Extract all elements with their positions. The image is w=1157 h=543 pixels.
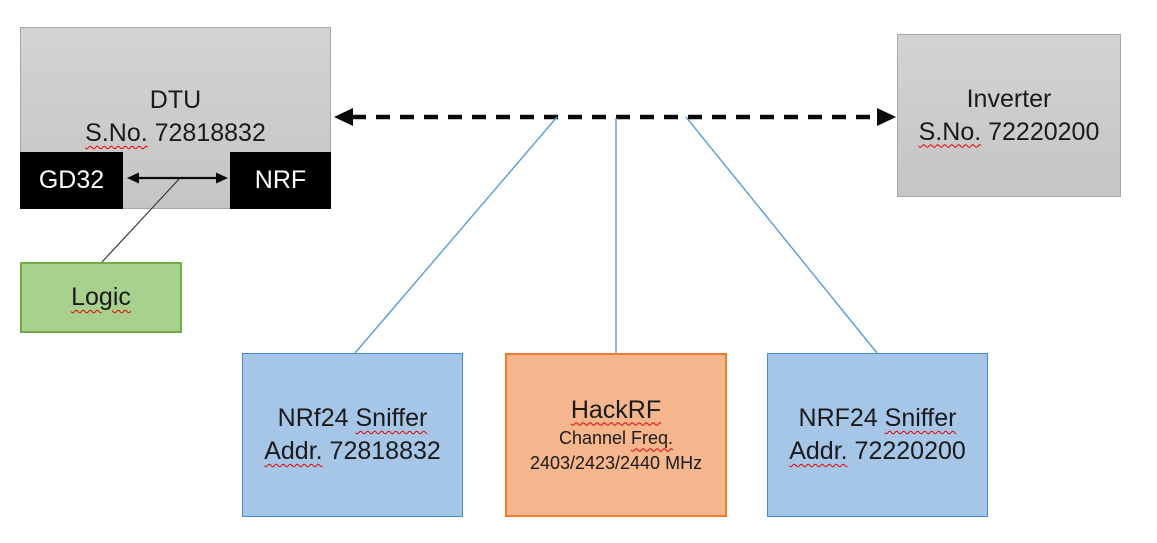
sniffer-left-connector-line [354, 116, 558, 354]
sniffer-right-addr-label: Addr. [789, 437, 848, 465]
logic-label: Logic [71, 281, 131, 314]
dtu-serial-label: S.No. [85, 119, 148, 147]
nrf-chip: NRF [230, 152, 331, 209]
sniffer-left-addr: Addr. 72818832 [264, 435, 441, 468]
sniffer-right-name: NRF24 Sniffer [799, 402, 957, 435]
inverter-serial: S.No. 72220200 [919, 116, 1100, 149]
nrf-chip-label: NRF [254, 166, 307, 194]
sniffer-right-name-prefix: NRF24 [798, 404, 878, 432]
logic-box: Logic [20, 262, 182, 333]
inverter-serial-label: S.No. [918, 117, 982, 146]
sniffer-right-addr-value: 72220200 [854, 437, 966, 465]
hackrf-box: HackRF Channel Freq. 2403/2423/2440 MHz [505, 353, 727, 517]
dtu-serial-number: 72818832 [154, 119, 266, 147]
sniffer-left-addr-label: Addr. [264, 437, 323, 465]
sniffer-right-connector-line [685, 116, 878, 354]
inverter-title: Inverter [966, 84, 1052, 113]
dtu-serial: S.No. 72818832 [85, 117, 266, 150]
inverter-serial-number: 72220200 [988, 117, 1100, 146]
hackrf-frequencies: 2403/2423/2440 MHz [529, 452, 703, 473]
hackrf-channel-line: Channel Freq. [559, 426, 673, 451]
inverter-box: Inverter S.No. 72220200 [897, 34, 1121, 197]
hackrf-channel-word: Freq. [631, 427, 674, 448]
gd32-chip-label: GD32 [38, 166, 105, 194]
sniffer-right-addr: Addr. 72220200 [789, 435, 966, 468]
hackrf-title-text: HackRF [570, 395, 662, 424]
rf-link-right-arrowhead-icon [877, 108, 896, 126]
rf-link-left-arrowhead-icon [334, 108, 353, 126]
sniffer-left-name: NRf24 Sniffer [278, 402, 428, 435]
nrf24-sniffer-right-box: NRF24 Sniffer Addr. 72220200 [767, 353, 988, 517]
hackrf-channel-prefix: Channel [558, 427, 627, 448]
logic-label-text: Logic [71, 283, 131, 311]
hackrf-title: HackRF [571, 395, 661, 426]
dtu-title: DTU [149, 86, 202, 114]
sniffer-left-name-prefix: NRf24 [277, 404, 349, 432]
sniffer-right-name-word: Sniffer [884, 404, 957, 432]
nrf24-sniffer-left-box: NRf24 Sniffer Addr. 72818832 [242, 353, 463, 517]
gd32-chip: GD32 [20, 152, 123, 209]
sniffer-left-addr-value: 72818832 [329, 437, 441, 465]
sniffer-left-name-word: Sniffer [355, 404, 428, 432]
